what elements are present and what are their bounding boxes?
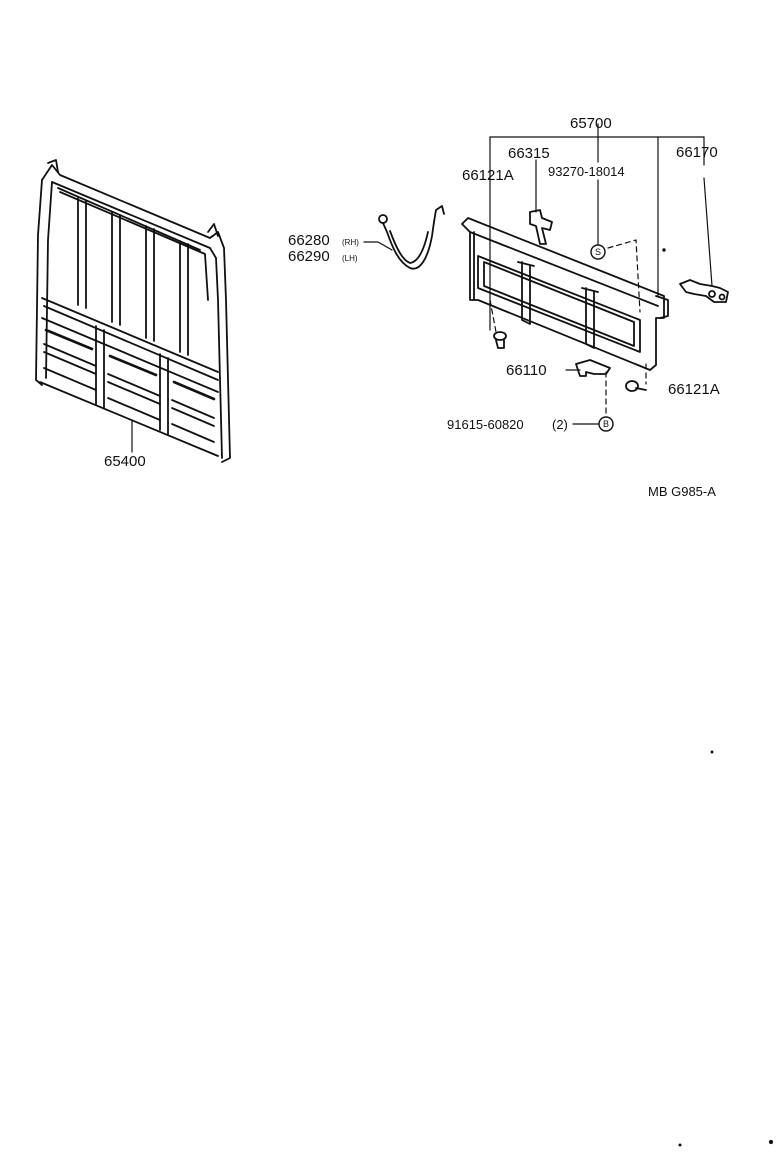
- label-latch: 66170: [676, 144, 718, 161]
- label-bolt-b: 91615-60820: [447, 417, 524, 432]
- latch-part: [679, 279, 729, 303]
- label-clip-part: 93270-18014: [548, 164, 625, 179]
- label-hinge: 66315: [508, 145, 550, 162]
- label-headboard: 65400: [104, 453, 146, 470]
- label-bolt-b-qty: (2): [552, 417, 568, 432]
- label-chain-rh-side: (RH): [342, 238, 359, 247]
- symbol-s-circle: [590, 244, 606, 260]
- label-chain-rh: 66280: [288, 232, 330, 249]
- label-chain-lh-side: (LH): [342, 254, 358, 263]
- bolt-right: [625, 380, 647, 392]
- chain-assembly: [363, 205, 445, 270]
- tailgate-panel: [461, 217, 669, 371]
- label-bolt-left: 66121A: [462, 167, 514, 184]
- symbol-b: B: [602, 419, 609, 429]
- hinge-part: [529, 209, 553, 245]
- figure-code: MB G985-A: [648, 484, 716, 499]
- bolt-left: [493, 331, 507, 349]
- headboard-frame: [35, 159, 231, 463]
- bracket-part: [565, 359, 611, 377]
- label-bolt-right: 66121A: [668, 381, 720, 398]
- symbol-b-circle: [598, 416, 614, 432]
- symbol-s: S: [594, 247, 601, 257]
- label-chain-lh: 66290: [288, 248, 330, 265]
- label-tailgate-assy: 65700: [570, 115, 612, 132]
- tailgate-leaders: [489, 123, 713, 425]
- label-bracket: 66110: [506, 362, 547, 379]
